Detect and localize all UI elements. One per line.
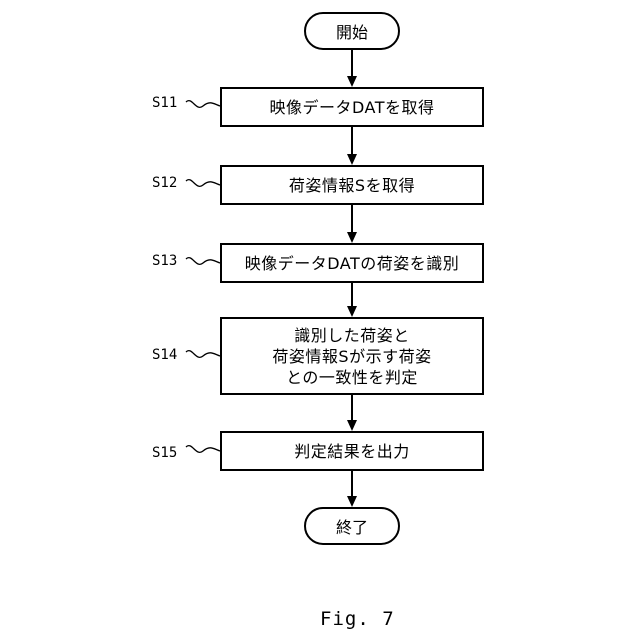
arrow-s12-to-s13 <box>347 205 357 243</box>
step-text-s14-line2: 荷姿情報Sが示す荷姿 <box>272 346 431 367</box>
leader-s11 <box>186 101 220 108</box>
arrow-s11-to-s12-head <box>347 154 357 165</box>
figure-caption: Fig. 7 <box>320 608 395 630</box>
arrow-s13-to-s14-head <box>347 306 357 317</box>
arrow-s12-to-s13-head <box>347 232 357 243</box>
arrow-s15-to-end-head <box>347 496 357 507</box>
step-text-s11: 映像データDATを取得 <box>269 97 434 118</box>
step-id-s14: S14 <box>152 347 177 363</box>
start-terminal: 開始 <box>304 12 400 50</box>
step-box-s15: 判定結果を出力 <box>220 431 484 471</box>
end-terminal: 終了 <box>304 507 400 545</box>
arrow-start-to-s11-head <box>347 76 357 87</box>
arrow-s14-to-s15 <box>347 395 357 431</box>
arrow-s11-to-s12 <box>347 127 357 165</box>
leader-s13 <box>186 258 220 265</box>
step-box-s12: 荷姿情報Sを取得 <box>220 165 484 205</box>
step-text-s14-line1: 識別した荷姿と <box>294 325 410 346</box>
arrow-s13-to-s14 <box>347 283 357 317</box>
leader-s15 <box>186 446 220 453</box>
step-text-s12: 荷姿情報Sを取得 <box>289 175 415 196</box>
leader-s14 <box>186 351 220 358</box>
step-box-s13: 映像データDATの荷姿を識別 <box>220 243 484 283</box>
step-id-s13: S13 <box>152 253 177 269</box>
step-id-s12: S12 <box>152 175 177 191</box>
end-label: 終了 <box>336 514 368 538</box>
start-label: 開始 <box>336 19 368 43</box>
step-id-s11: S11 <box>152 95 177 111</box>
step-text-s15: 判定結果を出力 <box>294 441 410 462</box>
step-text-s14-line3: との一致性を判定 <box>286 367 418 388</box>
arrow-start-to-s11 <box>347 50 357 87</box>
step-id-s15: S15 <box>152 445 177 461</box>
step-box-s14: 識別した荷姿と 荷姿情報Sが示す荷姿 との一致性を判定 <box>220 317 484 395</box>
step-box-s11: 映像データDATを取得 <box>220 87 484 127</box>
leader-s12 <box>186 180 220 187</box>
step-text-s13: 映像データDATの荷姿を識別 <box>245 253 460 274</box>
arrow-s14-to-s15-head <box>347 420 357 431</box>
arrow-s15-to-end <box>347 471 357 507</box>
